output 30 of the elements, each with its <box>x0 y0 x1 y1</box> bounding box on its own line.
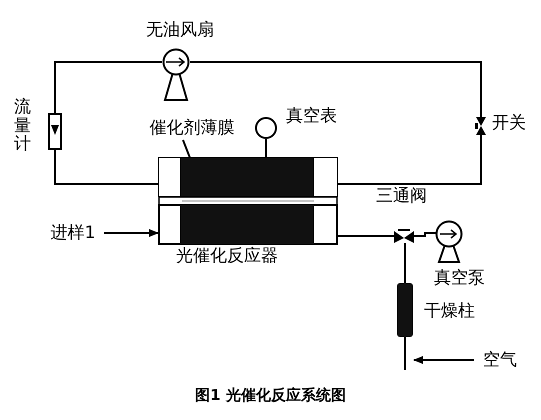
gauge-symbol <box>255 117 277 139</box>
reactor-drawing <box>158 157 338 245</box>
catalyst-chamber <box>159 158 337 196</box>
pipe-line <box>54 150 159 185</box>
air-label: 空气 <box>474 348 526 372</box>
component-label: 催化剂薄膜 <box>136 116 248 140</box>
pipe-line <box>414 232 436 237</box>
component-label: 开关 <box>492 115 526 132</box>
component-label: 流量计 <box>14 98 31 154</box>
flowmeter-symbol <box>48 113 62 150</box>
pipe-line <box>338 235 394 237</box>
component-label: 光催化反应器 <box>176 248 278 265</box>
component-label: 真空泵 <box>434 270 485 287</box>
drying-column-drawing <box>396 283 414 370</box>
component-label: 干燥柱 <box>424 303 475 320</box>
pipe-line <box>337 135 482 185</box>
three-way-valve-symbol <box>394 229 414 243</box>
switch-valve-symbol <box>475 117 487 135</box>
component-label: 无油风扇 <box>146 22 214 39</box>
pipe-line <box>404 243 406 283</box>
component-label: 真空表 <box>286 108 337 125</box>
arrow <box>413 356 474 364</box>
inlet-label: 进样1 <box>42 221 104 245</box>
vacuum-pump-symbol <box>436 220 462 262</box>
figure-caption: 图1 光催化反应系统图 <box>194 385 347 406</box>
pipe-line <box>265 139 267 158</box>
fan-symbol <box>162 48 190 100</box>
component-label: 三通阀 <box>376 188 427 205</box>
arrow <box>104 229 159 237</box>
leader-line <box>182 140 191 158</box>
